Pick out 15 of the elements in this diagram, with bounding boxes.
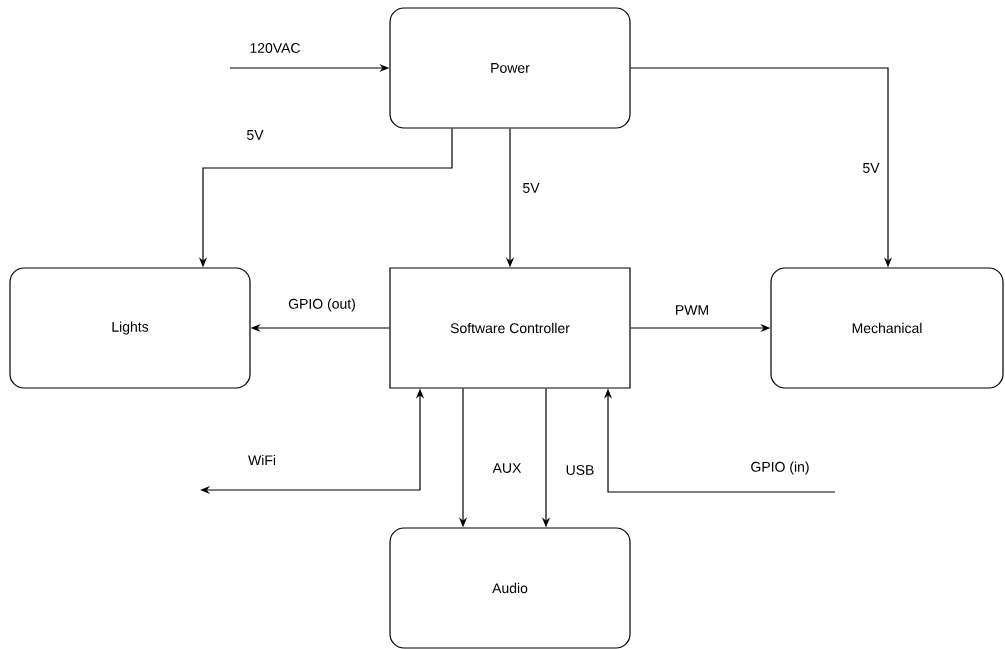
edge-label: PWM <box>676 305 708 315</box>
process-box: Power <box>389 7 631 129</box>
controller-box: Software Controller <box>389 267 631 389</box>
edge-label: WiFi <box>248 454 276 466</box>
process-box: Lights <box>9 267 251 389</box>
edge-label: AUX <box>492 463 522 473</box>
edge-label: GPIO (in) <box>751 461 809 475</box>
edge-label: 120VAC <box>250 43 300 53</box>
process-box: Mechanical <box>770 267 1004 389</box>
edge-label: 5V <box>523 183 540 193</box>
process-box: Audio <box>389 527 631 649</box>
edge-label: GPIO (out) <box>288 298 355 312</box>
edge-label: USB <box>566 465 594 475</box>
edge-label: 5V <box>247 130 264 140</box>
edge-label: 5V <box>863 163 880 173</box>
